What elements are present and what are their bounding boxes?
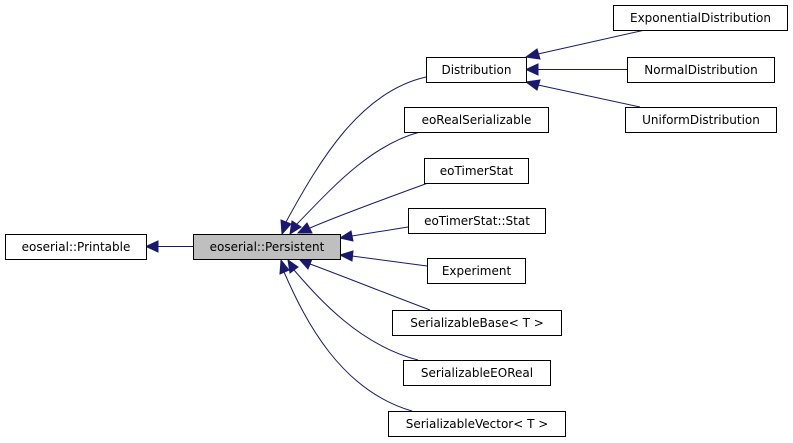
- edge-serializablevector-to-persistent: [279, 258, 413, 412]
- edge-serializablebase-to-persistent: [298, 258, 431, 311]
- edge-normaldistribution-to-distribution: [524, 63, 627, 76]
- node-eotimerstat-stat[interactable]: eoTimerStat::Stat: [408, 208, 546, 234]
- node-label: SerializableVector< T >: [406, 417, 549, 431]
- edge-experiment-to-persistent: [338, 250, 428, 267]
- node-persistent: eoserial::Persistent: [193, 234, 341, 260]
- node-label: Experiment: [442, 264, 512, 278]
- edge-persistent-to-printable: [144, 240, 193, 253]
- node-label: ExponentialDistribution: [630, 11, 771, 25]
- node-exponentialdistribution[interactable]: ExponentialDistribution: [613, 5, 788, 31]
- node-uniformdistribution[interactable]: UniformDistribution: [625, 107, 777, 133]
- node-label: eoTimerStat: [440, 164, 514, 178]
- node-eorealserializable[interactable]: eoRealSerializable: [404, 107, 549, 133]
- nodes: eoserial::Printable eoserial::Persistent…: [5, 5, 788, 437]
- node-distribution[interactable]: Distribution: [426, 57, 527, 83]
- node-printable[interactable]: eoserial::Printable: [5, 234, 147, 260]
- node-label: UniformDistribution: [642, 113, 760, 127]
- node-serializableeoreal[interactable]: SerializableEOReal: [403, 360, 551, 386]
- edge-serializableeoreal-to-persistent: [287, 258, 419, 361]
- node-label: eoserial::Persistent: [210, 240, 325, 254]
- node-label: SerializableEOReal: [421, 366, 533, 380]
- node-label: SerializableBase< T >: [410, 316, 544, 330]
- node-label: eoRealSerializable: [422, 113, 532, 127]
- node-label: NormalDistribution: [644, 63, 757, 77]
- node-serializablevector[interactable]: SerializableVector< T >: [388, 411, 566, 437]
- node-label: eoTimerStat::Stat: [424, 214, 530, 228]
- edges: [144, 29, 646, 412]
- edge-exponentialdistribution-to-distribution: [524, 29, 646, 60]
- node-serializablebase[interactable]: SerializableBase< T >: [392, 310, 562, 336]
- edge-uniformdistribution-to-distribution: [524, 79, 641, 108]
- node-eotimerstat[interactable]: eoTimerStat: [424, 158, 529, 184]
- edge-eorealserializable-to-persistent: [289, 131, 421, 236]
- node-experiment[interactable]: Experiment: [427, 258, 526, 284]
- edge-distribution-to-persistent: [280, 76, 427, 236]
- node-label: Distribution: [441, 63, 511, 77]
- node-normaldistribution[interactable]: NormalDistribution: [627, 57, 775, 83]
- edge-eotimerstat-to-persistent: [296, 182, 429, 234]
- node-label: eoserial::Printable: [22, 240, 131, 254]
- edge-eotimerstatstat-to-persistent: [338, 226, 409, 242]
